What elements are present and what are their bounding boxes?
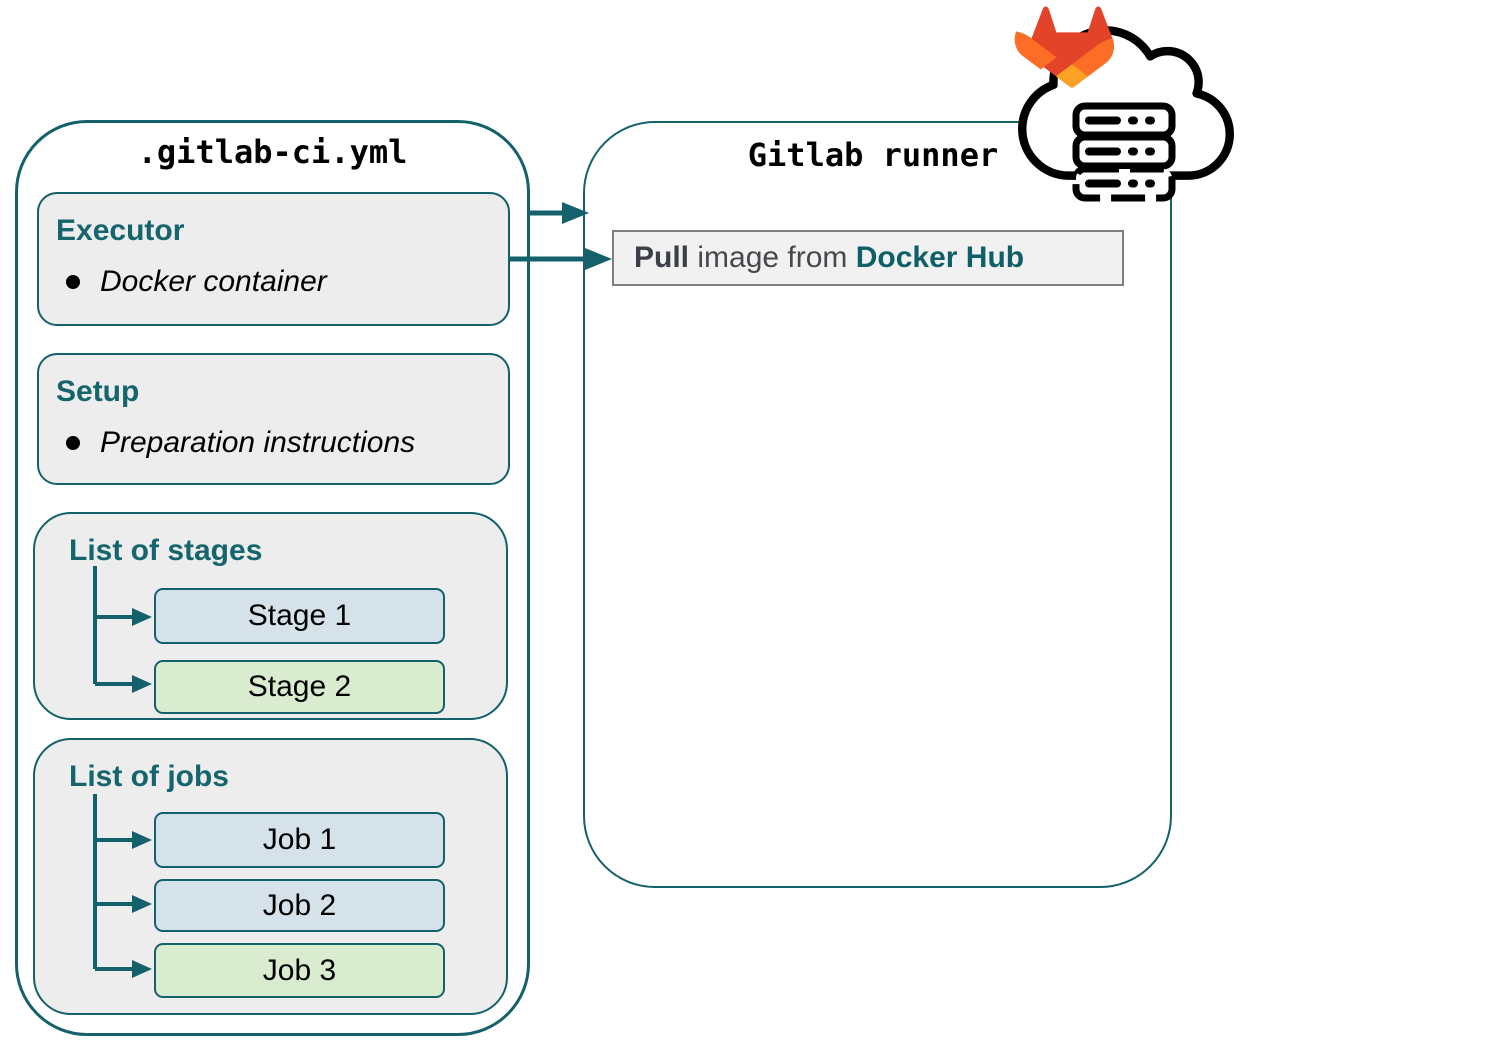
executor-bullet-row: Docker container: [66, 265, 508, 299]
job-3-label: Job 3: [262, 953, 337, 987]
list-of-stages-box: List of stages Stage 1 Stage 2: [33, 512, 508, 720]
jobs-heading: List of jobs: [69, 760, 229, 793]
stage-1-item: Stage 1: [154, 588, 445, 644]
gitlab-runner-title: Gitlab runner: [747, 136, 999, 174]
gitlab-tanuki-icon: [1014, 6, 1115, 88]
job-1-item: Job 1: [154, 812, 445, 868]
job-2-label: Job 2: [262, 888, 337, 922]
executor-box: Executor Docker container: [37, 192, 510, 326]
server-rack-icon: [1072, 102, 1176, 202]
setup-heading: Setup: [56, 375, 140, 408]
job-1-label: Job 1: [262, 823, 337, 856]
stage-1-label: Stage 1: [247, 599, 352, 632]
job-3-item: Job 3: [154, 943, 445, 998]
pull-action-text: Pull: [634, 241, 690, 274]
pull-target-text: Docker Hub: [855, 241, 1025, 274]
pull-middle-text: image from: [689, 241, 856, 274]
list-of-jobs-box: List of jobs Job 1 Job 2 Job 3: [33, 738, 508, 1015]
arrow-panel-to-runner: [530, 202, 589, 224]
executor-heading: Executor: [56, 214, 185, 247]
stage-2-label: Stage 2: [247, 670, 352, 703]
executor-bullet-text: Docker container: [100, 265, 327, 298]
bullet-icon: [66, 275, 80, 289]
stage-2-item: Stage 2: [154, 660, 445, 714]
bullet-icon: [66, 436, 80, 450]
stages-heading: List of stages: [69, 534, 263, 567]
job-2-item: Job 2: [154, 879, 445, 932]
setup-bullet-text: Preparation instructions: [100, 426, 416, 459]
setup-bullet-row: Preparation instructions: [66, 426, 508, 460]
pull-image-box: Pull image from Docker Hub: [612, 230, 1124, 286]
setup-box: Setup Preparation instructions: [37, 353, 510, 485]
gitlab-ci-yml-title: .gitlab-ci.yml: [137, 133, 408, 171]
